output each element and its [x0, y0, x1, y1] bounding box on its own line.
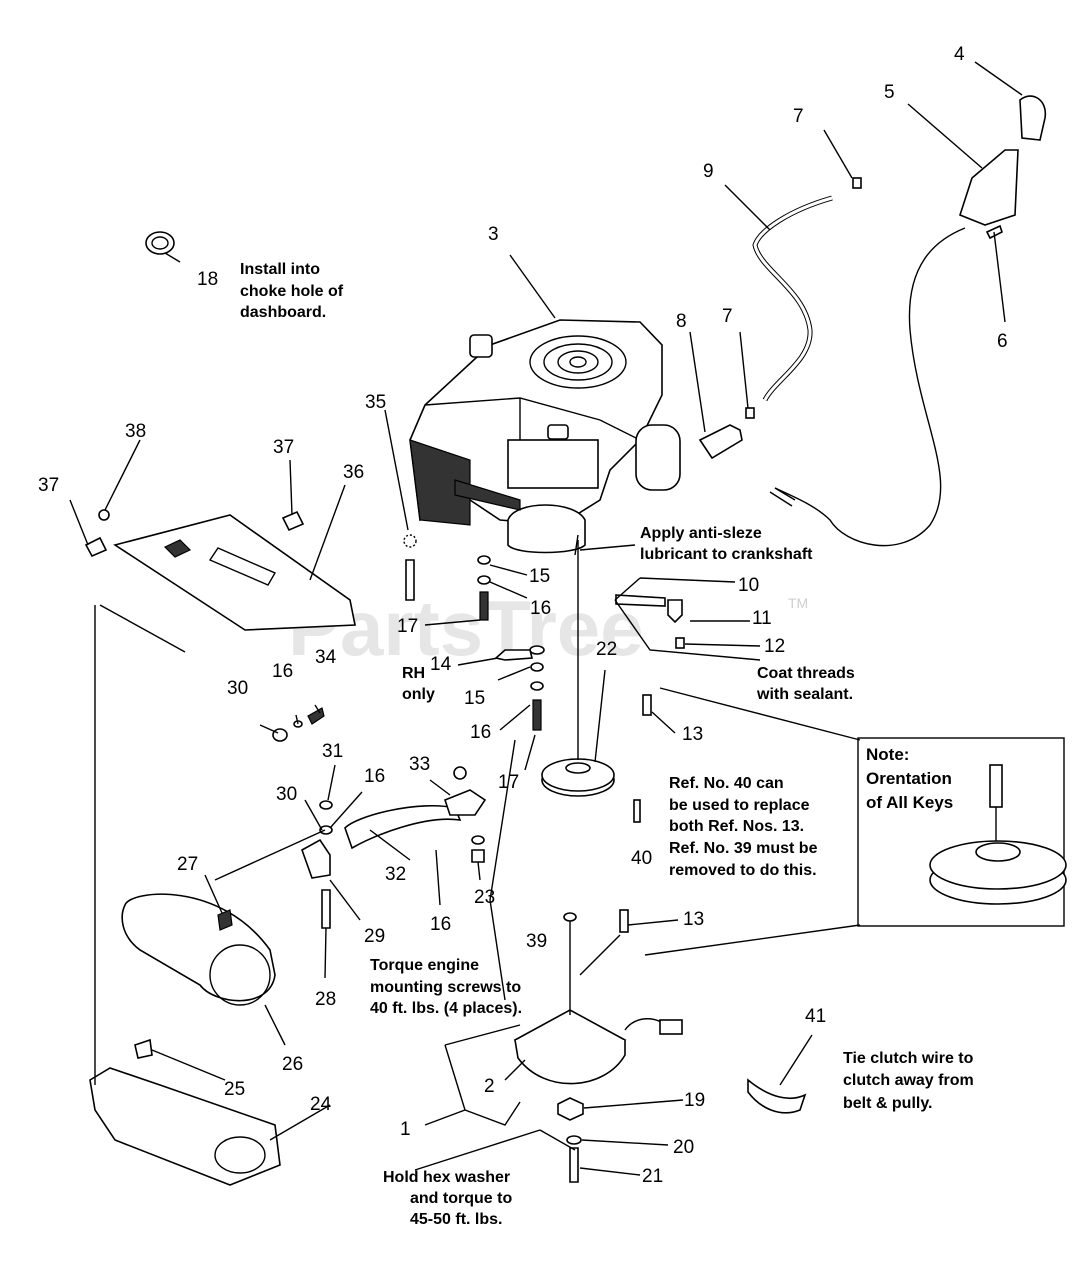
svg-text:clutch away from: clutch away from [843, 1072, 974, 1089]
callout-26: 26 [282, 1054, 303, 1075]
callout-37b: 37 [38, 475, 59, 496]
svg-text:removed to do this.: removed to do this. [669, 862, 817, 879]
callout-16d: 16 [364, 766, 385, 787]
callout-12: 12 [764, 636, 785, 657]
exhaust-drawing [89, 766, 487, 1186]
svg-text:Apply anti-sleze: Apply anti-sleze [640, 525, 762, 542]
callout-14: 14 [430, 654, 452, 675]
callout-21: 21 [642, 1166, 663, 1187]
svg-text:dashboard.: dashboard. [240, 304, 326, 321]
hardware-drawing [272, 534, 545, 742]
note-torque-engine: Torque engine mounting screws to 40 ft. … [370, 957, 522, 1017]
svg-text:Orentation: Orentation [866, 769, 952, 788]
callout-34: 34 [315, 647, 337, 668]
svg-text:of All Keys: of All Keys [866, 793, 953, 812]
svg-text:be used to replace: be used to replace [669, 797, 810, 814]
svg-text:Torque engine: Torque engine [370, 957, 479, 974]
callout-20: 20 [673, 1137, 694, 1158]
callout-30: 30 [227, 678, 248, 699]
svg-text:Tie clutch wire to: Tie clutch wire to [843, 1050, 974, 1067]
callout-28: 28 [315, 989, 336, 1010]
note-clutch-wire: Tie clutch wire to clutch away from belt… [843, 1050, 974, 1112]
engine-drawing [409, 319, 681, 554]
svg-text:only: only [402, 686, 435, 703]
callout-27: 27 [177, 854, 198, 875]
callout-23: 23 [474, 887, 495, 908]
note-ref40: Ref. No. 40 can be used to replace both … [669, 775, 818, 879]
note-keys: Note: Orentation of All Keys [866, 745, 953, 812]
callout-10: 10 [738, 575, 759, 596]
leader-lines [69, 61, 1023, 1176]
callout-22: 22 [596, 639, 617, 660]
callout-39: 39 [526, 931, 547, 952]
svg-text:mounting screws to: mounting screws to [370, 979, 521, 996]
callout-30b: 30 [276, 784, 297, 805]
callout-16c: 16 [470, 722, 491, 743]
note-hex-washer: Hold hex washer and torque to 45-50 ft. … [383, 1169, 512, 1228]
svg-text:Install into: Install into [240, 261, 320, 278]
callout-1: 1 [400, 1119, 411, 1140]
svg-text:with sealant.: with sealant. [756, 686, 853, 703]
callout-31: 31 [322, 741, 343, 762]
callout-16b: 16 [272, 661, 293, 682]
cable-drawing [145, 95, 1047, 547]
callout-35: 35 [365, 392, 386, 413]
callout-6: 6 [997, 331, 1008, 352]
svg-text:belt & pully.: belt & pully. [843, 1095, 932, 1112]
callout-29: 29 [364, 926, 385, 947]
svg-text:Ref. No. 40 can: Ref. No. 40 can [669, 775, 784, 792]
svg-text:both Ref. Nos. 13.: both Ref. Nos. 13. [669, 818, 804, 835]
callout-7: 7 [793, 106, 804, 127]
callout-9: 9 [703, 161, 714, 182]
callout-11: 11 [752, 608, 772, 629]
svg-text:Hold hex washer: Hold hex washer [383, 1169, 510, 1186]
callout-32: 32 [385, 864, 406, 885]
callout-19: 19 [684, 1090, 705, 1111]
svg-text:45-50 ft. lbs.: 45-50 ft. lbs. [410, 1211, 502, 1228]
callout-18: 18 [197, 269, 218, 290]
callout-38: 38 [125, 421, 146, 442]
callout-numbers: 1 2 3 4 5 6 7 7 8 9 10 11 12 13 13 14 15… [38, 44, 1008, 1187]
pulley-drawing [541, 594, 685, 823]
callout-17b: 17 [498, 772, 519, 793]
callout-37: 37 [273, 437, 294, 458]
watermark-trademark: TM [788, 595, 808, 611]
callout-5: 5 [884, 82, 895, 103]
note-choke: Install into choke hole of dashboard. [240, 261, 344, 321]
callout-15b: 15 [464, 688, 485, 709]
svg-text:Coat threads: Coat threads [757, 665, 855, 682]
svg-text:RH: RH [402, 665, 425, 682]
callout-16: 16 [530, 598, 551, 619]
callout-41: 41 [805, 1006, 826, 1027]
callout-33: 33 [409, 754, 430, 775]
callout-17: 17 [397, 616, 418, 637]
keys-note-box [857, 737, 1067, 927]
callout-24: 24 [310, 1094, 332, 1115]
callout-25: 25 [224, 1079, 245, 1100]
callout-2: 2 [484, 1076, 495, 1097]
note-antiseize: Apply anti-sleze lubricant to crankshaft [640, 525, 813, 563]
note-sealant: Coat threads with sealant. [756, 665, 855, 703]
svg-text:Note:: Note: [866, 745, 909, 764]
svg-text:40 ft. lbs. (4 places).: 40 ft. lbs. (4 places). [370, 1000, 522, 1017]
callout-13b: 13 [683, 909, 704, 930]
callout-4: 4 [954, 44, 965, 65]
svg-text:choke hole of: choke hole of [240, 283, 344, 300]
callout-15: 15 [529, 566, 550, 587]
note-rh-only: RH only [402, 665, 435, 703]
callout-13: 13 [682, 724, 703, 745]
svg-text:lubricant to crankshaft: lubricant to crankshaft [640, 546, 813, 563]
callout-3: 3 [488, 224, 499, 245]
callout-8: 8 [676, 311, 687, 332]
svg-text:and torque to: and torque to [410, 1190, 512, 1207]
svg-text:Ref. No. 39 must be: Ref. No. 39 must be [669, 840, 818, 857]
callout-40: 40 [631, 848, 652, 869]
heat-shield-drawing [84, 509, 356, 631]
callout-16e: 16 [430, 914, 451, 935]
clutch-drawing [513, 909, 807, 1183]
callout-7b: 7 [722, 306, 733, 327]
callout-36: 36 [343, 462, 364, 483]
